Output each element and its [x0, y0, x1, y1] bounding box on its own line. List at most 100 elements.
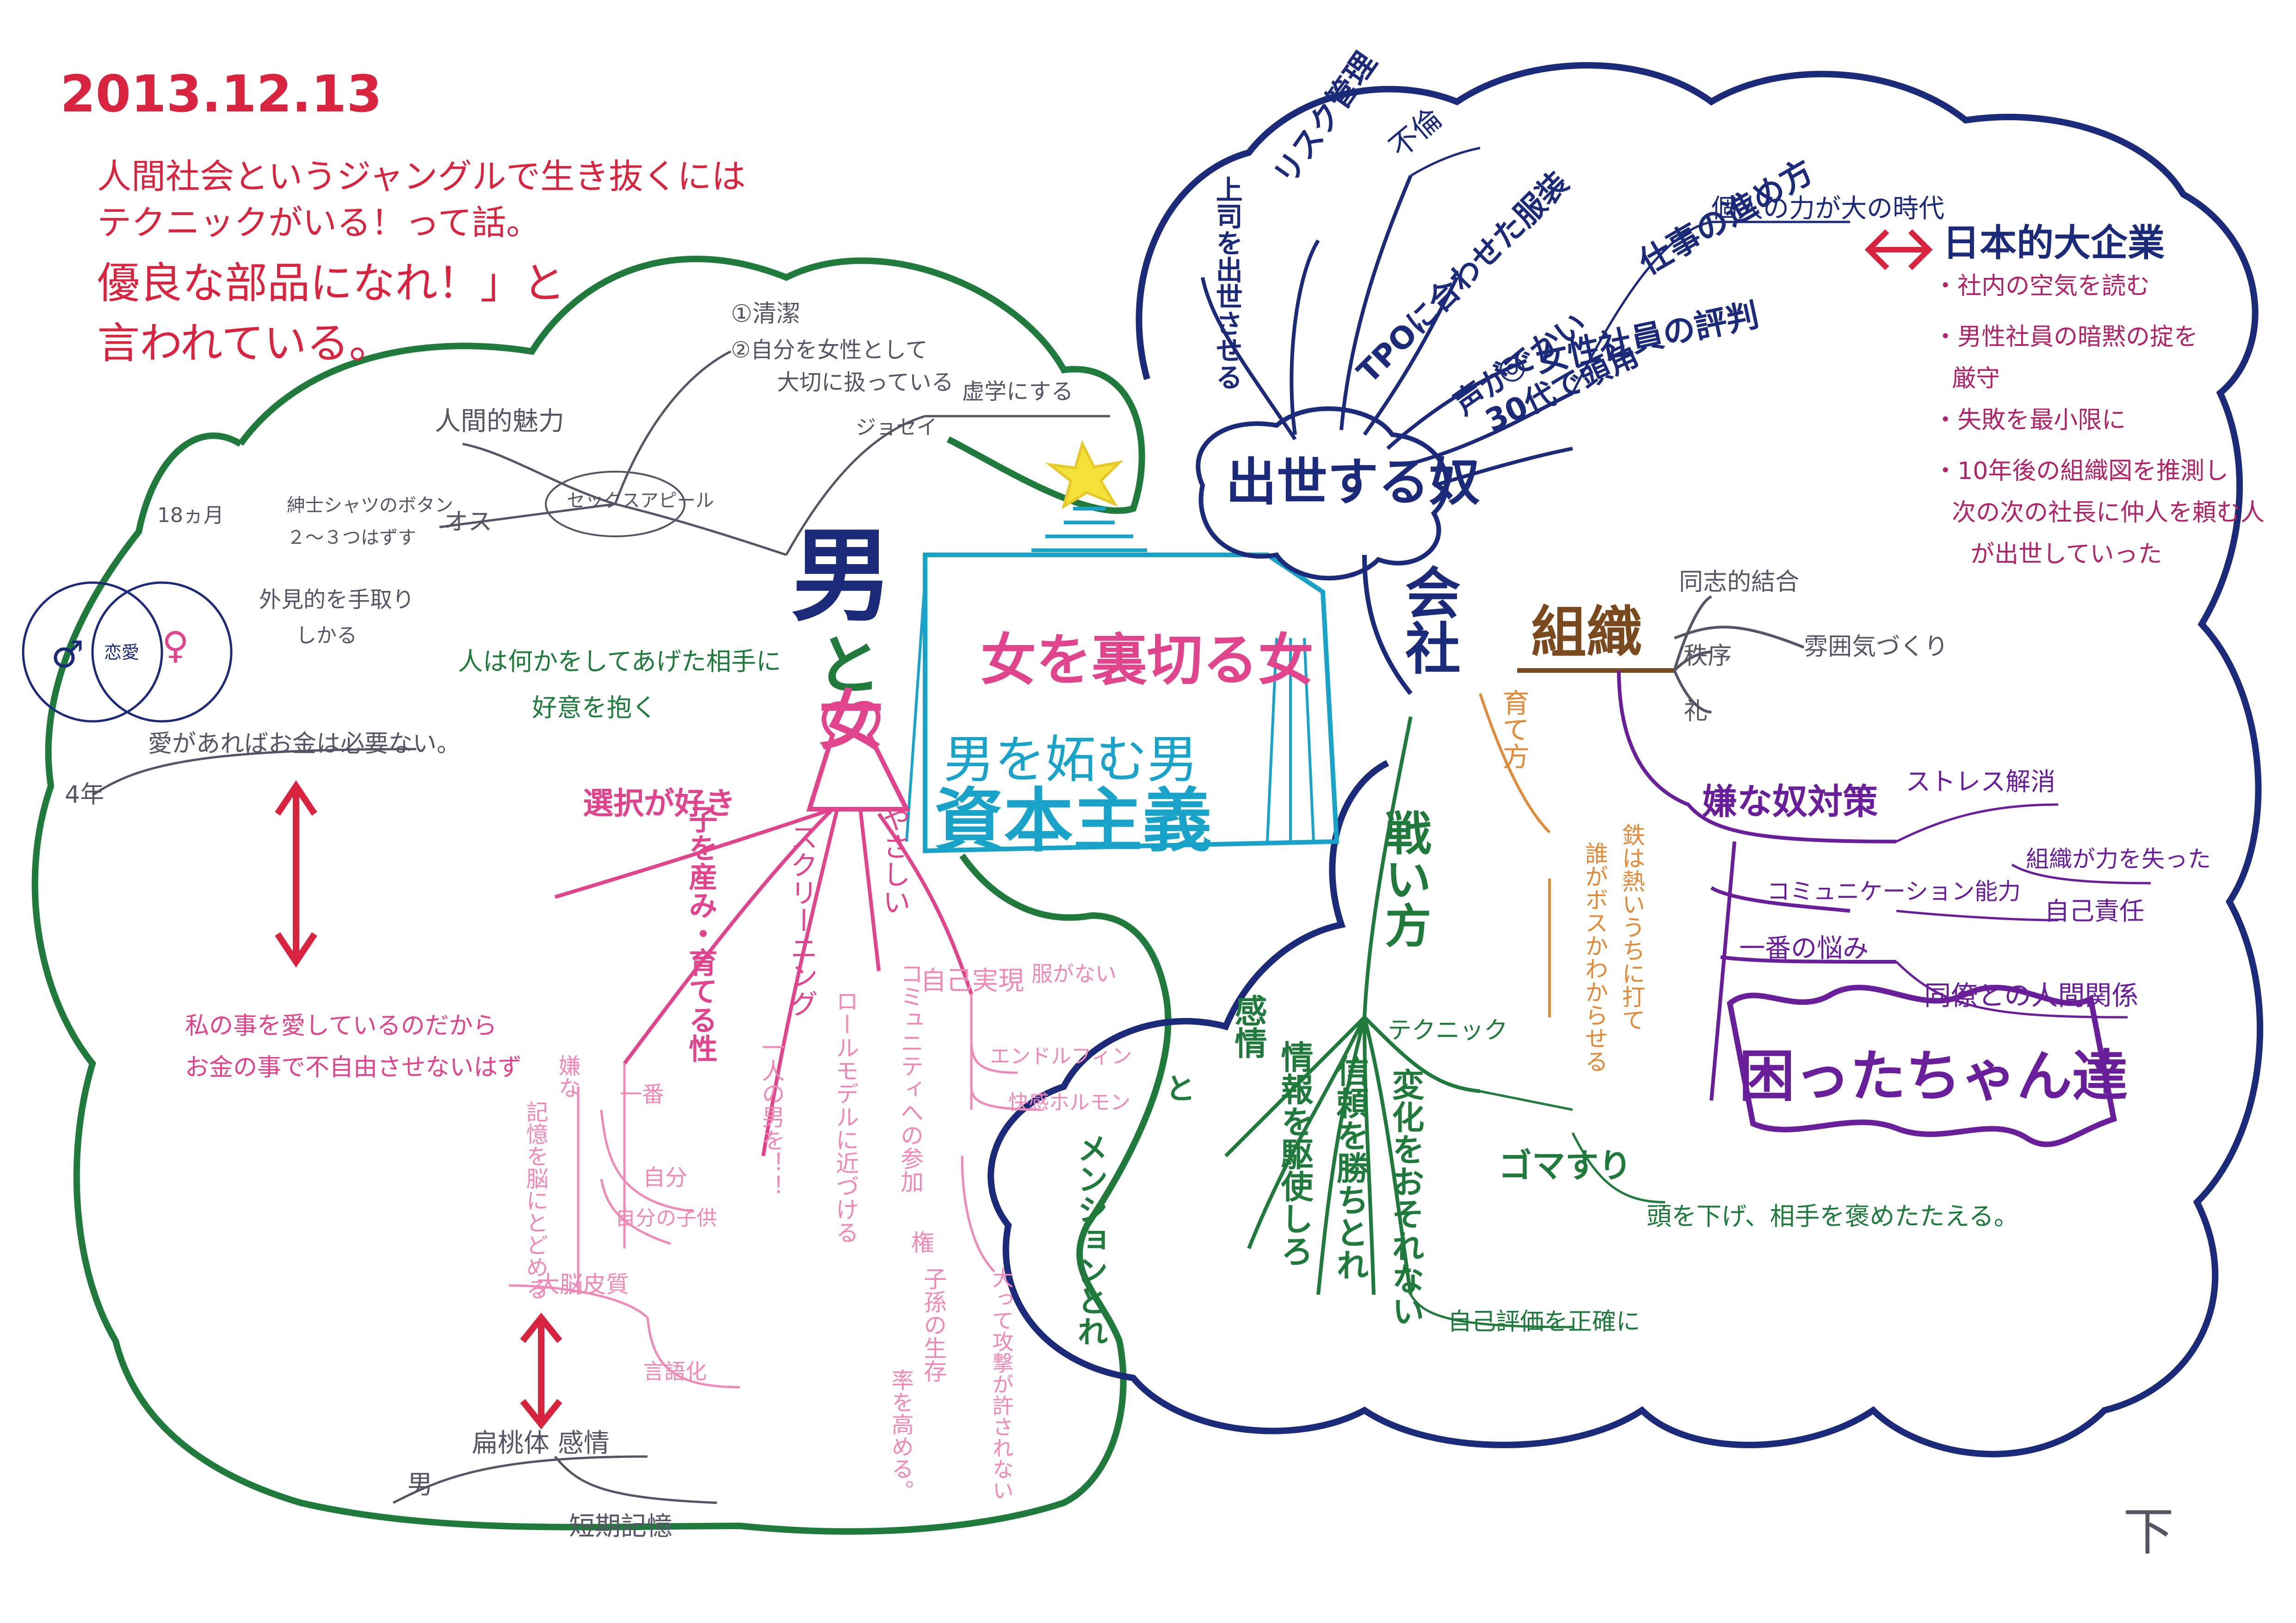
label-shirt-button: 紳士シャツのボタン — [287, 495, 453, 516]
label-promoted: 出世する奴 — [1226, 453, 1480, 512]
label-jibun-child: 自分の子供 — [615, 1206, 717, 1230]
label-endorphin: エンドルフィン — [990, 1045, 1132, 1068]
label-emotion: 感情 — [1229, 994, 1267, 1059]
intro-line-3: 優良な部品になれ！」と — [97, 258, 566, 308]
label-worst: 一番の悩み — [1739, 934, 1869, 964]
label-she-loves-1: 私の事を愛しているのだから — [185, 1012, 497, 1040]
title-capitalism: 資本主義 — [934, 781, 1212, 861]
label-more-text: 大って攻撃が許されない — [989, 1267, 1014, 1501]
label-clothes: 服がない — [1031, 961, 1117, 986]
label-hidden: 虚学にする — [962, 379, 1074, 405]
troubled-bubble — [1727, 984, 2117, 1147]
label-josei: ジョセイ — [856, 416, 937, 439]
label-sex-appeal: セックスアピール — [567, 490, 714, 511]
label-birth-raise: 子を産み・育てる性 — [684, 805, 718, 1063]
label-org-know: 組織が力を失った — [2026, 846, 2211, 873]
tent-outline — [923, 553, 1339, 854]
intro-line-1: 人間社会というジャングルで生き抜くには — [97, 157, 746, 197]
label-company: 会社 — [1395, 564, 1460, 675]
label-pleasure: 快感ホルモン — [1008, 1091, 1130, 1114]
japan-item-4b: 次の次の社長に仲人を頼む人 — [1952, 499, 2265, 527]
left-branches — [92, 350, 1110, 1504]
page-mark: 下 — [2123, 1502, 2174, 1562]
label-and: と — [1166, 1072, 1195, 1107]
label-atmosphere: 雰囲気づくり — [1804, 633, 1949, 661]
label-love-money: 愛があればお金は必要ない。 — [148, 730, 461, 758]
label-man: 男 — [407, 1470, 433, 1500]
japan-item-3: ・失敗を最小限に — [1933, 406, 2126, 434]
label-stress: ストレス解消 — [1906, 767, 2055, 796]
intro-line-4: 言われている。 — [97, 319, 392, 368]
label-hikaru: しかる — [296, 624, 357, 647]
red-horizontal-arrow — [1864, 229, 1933, 270]
center-woman: 女 — [819, 684, 884, 759]
label-favor-1: 人は何かをしてあげた相手に — [458, 647, 781, 676]
label-same-bond: 同志的結合 — [1679, 568, 1800, 596]
label-human-charm: 人間的魅力 — [435, 406, 564, 436]
label-she-loves-2: お金の事で不自由させないはず — [185, 1054, 522, 1082]
label-hate-guy: 嫌な奴対策 — [1702, 781, 1878, 822]
love-center-label: 恋愛 — [104, 642, 140, 663]
label-verbal: 言語化 — [643, 1359, 707, 1384]
female-symbol-icon: ♀ — [162, 624, 189, 667]
label-child-exist: 子孫の生存 — [920, 1267, 947, 1383]
title-man-envy: 男を妬む男 — [944, 730, 1198, 789]
star-icon — [1045, 440, 1123, 510]
label-two-three: ２〜３つはずす — [287, 527, 416, 548]
japan-item-2: ・男性社員の暗黙の掟を — [1933, 323, 2198, 351]
japan-item-4: ・10年後の組織図を推測し — [1933, 457, 2229, 485]
label-one-man: 一人の男を！！ — [758, 1036, 785, 1198]
label-role-model: ロールモデルに近づける — [832, 990, 859, 1244]
label-jibun: 自分 — [643, 1165, 688, 1191]
label-self-eval: 自己評価を正確に — [1448, 1308, 1641, 1336]
label-rei: 礼 — [1684, 698, 1708, 725]
right-branches — [1201, 147, 1850, 695]
label-individual: 個人の力が大の時代 — [1711, 194, 1944, 224]
label-self-woman: ②自分を女性として — [731, 337, 928, 363]
org-branches — [1517, 595, 2151, 1101]
date-label: 2013.12.13 — [60, 64, 382, 123]
label-dislike-mem-2: 記憶を脳にとどめる — [522, 1100, 548, 1300]
label-boss-promote: 上司を出世させる — [1211, 176, 1243, 390]
label-kind: やさしい — [878, 805, 910, 916]
label-cortex: 大脳皮質 — [537, 1271, 629, 1298]
label-head-down: 頭を下げ、相手を褒めたたえる。 — [1647, 1202, 2019, 1231]
label-choice-likes: 選択が好き — [583, 786, 735, 821]
label-iron-2: 誰がボスかわからせる — [1581, 842, 1608, 1073]
label-japan-corp: 日本的大企業 — [1943, 221, 2165, 264]
stage-steps — [1031, 507, 1147, 552]
japan-item-4c: が出世していった — [1970, 541, 2162, 568]
label-raise: 育て方 — [1498, 689, 1530, 769]
label-short-memory: 短期記憶 — [569, 1512, 673, 1542]
label-iron-1: 鉄は熱いうちに打て — [1618, 823, 1645, 1031]
fight-branches — [1224, 693, 1666, 1328]
japan-item-2b: 厳守 — [1952, 365, 2000, 393]
label-rights: 権 — [911, 1230, 934, 1256]
label-treat-well: 大切に扱っている — [777, 369, 954, 395]
label-4-years: 4年 — [65, 781, 105, 809]
label-18-months: 18ヵ月 — [157, 504, 224, 527]
label-screening: スクリーニング — [785, 823, 818, 1017]
label-troubled: 困ったちゃん達 — [1739, 1045, 2128, 1109]
label-amygdala: 扁桃体 感情 — [472, 1428, 610, 1458]
label-change: 変化をおそれない — [1387, 1068, 1425, 1327]
label-organization: 組織 — [1531, 601, 1642, 665]
center-and: と — [816, 628, 882, 704]
label-dislike-mem-1: 嫌な — [554, 1054, 580, 1099]
label-self-resp: 自己責任 — [2044, 897, 2144, 926]
label-ichiban: 一番 — [620, 1082, 665, 1107]
label-gomasuri: ゴマすり — [1499, 1146, 1632, 1185]
label-technique: テクニック — [1388, 1017, 1508, 1045]
blue-cloud-outline — [988, 62, 2264, 1457]
pink-woman-shape — [806, 701, 911, 812]
label-rate-raise: 率を高める。 — [887, 1369, 913, 1502]
red-double-arrow-bottom — [520, 1312, 562, 1430]
green-cloud-outline — [31, 256, 1172, 1535]
label-clean: ①清潔 — [731, 300, 801, 328]
label-osu: オス — [444, 508, 493, 536]
label-fight: 戦い方 — [1377, 809, 1431, 948]
japan-item-1: ・社内の空気を読む — [1933, 272, 2150, 300]
center-man: 男 — [791, 517, 893, 635]
label-trust: 信頼を勝ちとれ — [1331, 1054, 1369, 1281]
